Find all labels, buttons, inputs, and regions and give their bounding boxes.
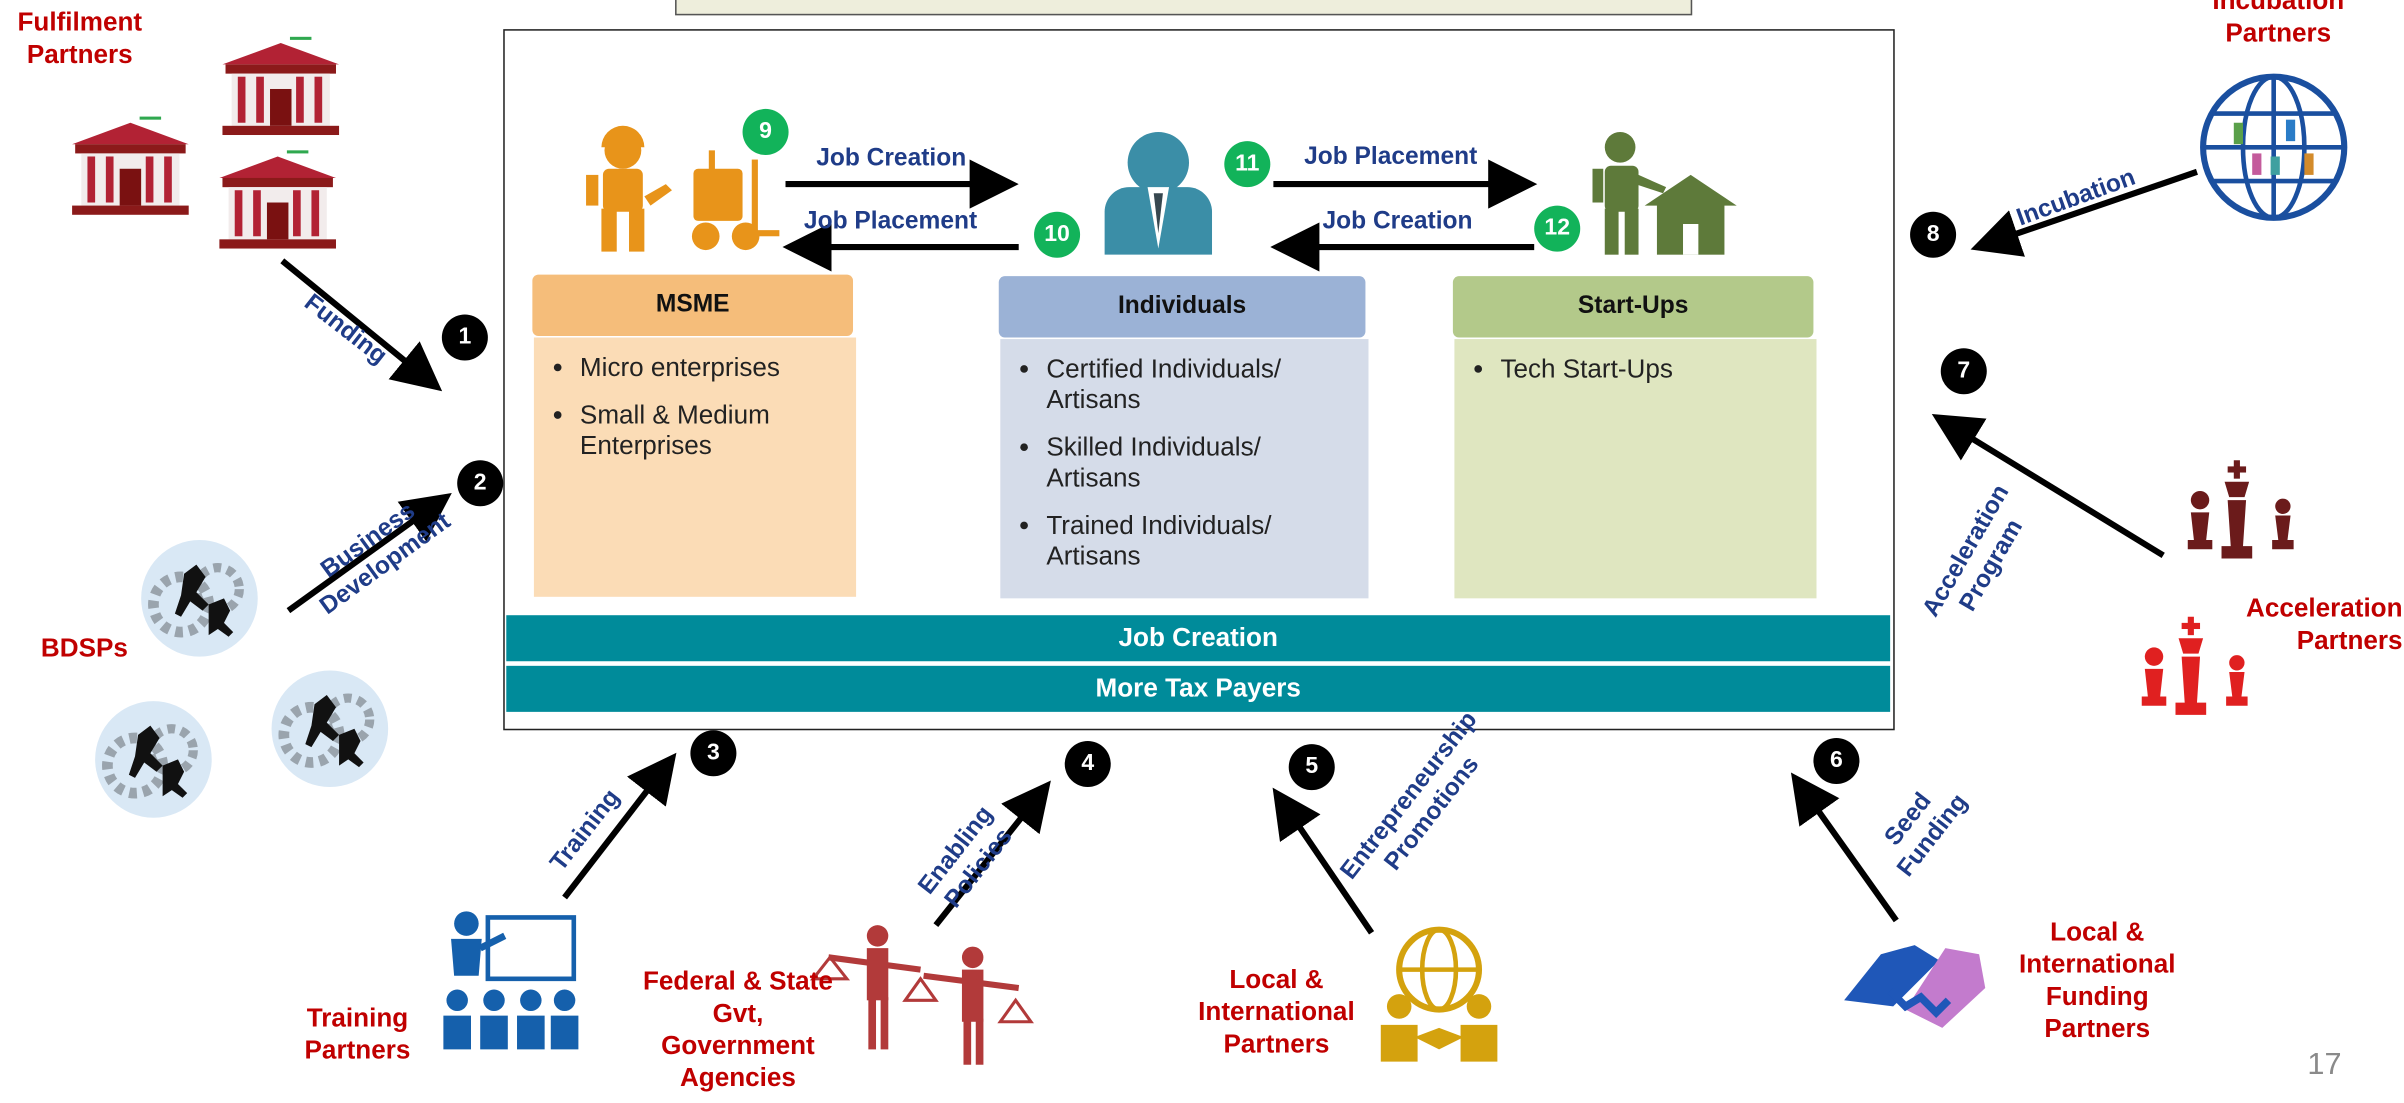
msme-header: MSME xyxy=(532,274,854,336)
startups-panel: Tech Start-Ups xyxy=(1454,339,1817,599)
flow-badge: 11 xyxy=(1224,141,1271,188)
step-badge: 1 xyxy=(441,314,488,361)
step-badge: 5 xyxy=(1288,744,1335,791)
step-badge: 7 xyxy=(1940,348,1987,395)
step-badge: 8 xyxy=(1910,211,1957,258)
handshake-icon xyxy=(1844,945,1986,1028)
job-creation-flow-label: Job Creation xyxy=(816,145,967,172)
gears-people-icon xyxy=(141,540,258,657)
job-creation-flow-label: Job Creation xyxy=(1322,208,1473,235)
list-item: Trained Individuals/ Artisans xyxy=(1046,511,1353,572)
flow-badge: 10 xyxy=(1034,211,1081,258)
trainer-icon xyxy=(443,911,579,1050)
top-banner xyxy=(675,0,1693,16)
step-badge: 4 xyxy=(1064,741,1111,788)
acceleration-partners-label: Acceleration Partners xyxy=(2245,593,2403,656)
list-item: Small & Medium Enterprises xyxy=(580,400,841,461)
globe-handshake-icon xyxy=(1380,926,1498,1062)
scales-icon xyxy=(809,925,1034,1065)
individuals-header: Individuals xyxy=(998,276,1366,338)
gears-people-icon xyxy=(272,670,389,787)
startups-header: Start-Ups xyxy=(1452,276,1814,338)
individuals-panel: Certified Individuals/ Artisans Skilled … xyxy=(1000,339,1369,599)
gardener-house-icon xyxy=(1592,131,1737,255)
page-number: 17 xyxy=(2307,1047,2342,1082)
job-creation-bar: Job Creation xyxy=(506,615,1891,662)
training-partners-label: Training Partners xyxy=(304,1003,411,1065)
businessman-icon xyxy=(1104,131,1213,255)
funding-partners-label: Local & International Funding Partners xyxy=(2018,917,2176,1044)
bank-icon xyxy=(219,150,336,249)
globe-people-icon xyxy=(2200,73,2348,221)
list-item: Certified Individuals/ Artisans xyxy=(1046,354,1353,415)
flow-badge: 9 xyxy=(742,108,789,155)
list-item: Micro enterprises xyxy=(580,353,841,384)
flow-badge: 12 xyxy=(1534,205,1581,252)
federal-govt-label: Federal & State Gvt, Government Agencies xyxy=(642,966,833,1093)
step-badge: 3 xyxy=(690,730,737,777)
step-badge: 6 xyxy=(1813,737,1860,784)
bdsps-label: BDSPs xyxy=(40,633,128,663)
chess-icon xyxy=(2187,460,2294,559)
bank-icon xyxy=(72,116,189,215)
step-badge: 2 xyxy=(457,460,504,507)
main-box xyxy=(503,29,1895,731)
bank-icon xyxy=(222,36,340,136)
job-placement-flow-label: Job Placement xyxy=(1304,144,1478,171)
local-intl-partners-label: Local & International Partners xyxy=(1198,965,1355,1059)
incubation-partners-label: Incubation Partners xyxy=(2212,0,2345,48)
list-item: Tech Start-Ups xyxy=(1500,354,1801,385)
msme-panel: Micro enterprises Small & Medium Enterpr… xyxy=(533,337,857,597)
job-placement-flow-label: Job Placement xyxy=(803,208,978,235)
fulfilment-partners-label: Fulfilment Partners xyxy=(17,7,143,70)
tax-payers-bar: More Tax Payers xyxy=(506,665,1891,712)
list-item: Skilled Individuals/ Artisans xyxy=(1046,433,1353,494)
gears-people-icon xyxy=(95,701,212,818)
worker-forklift-icon xyxy=(586,125,780,252)
